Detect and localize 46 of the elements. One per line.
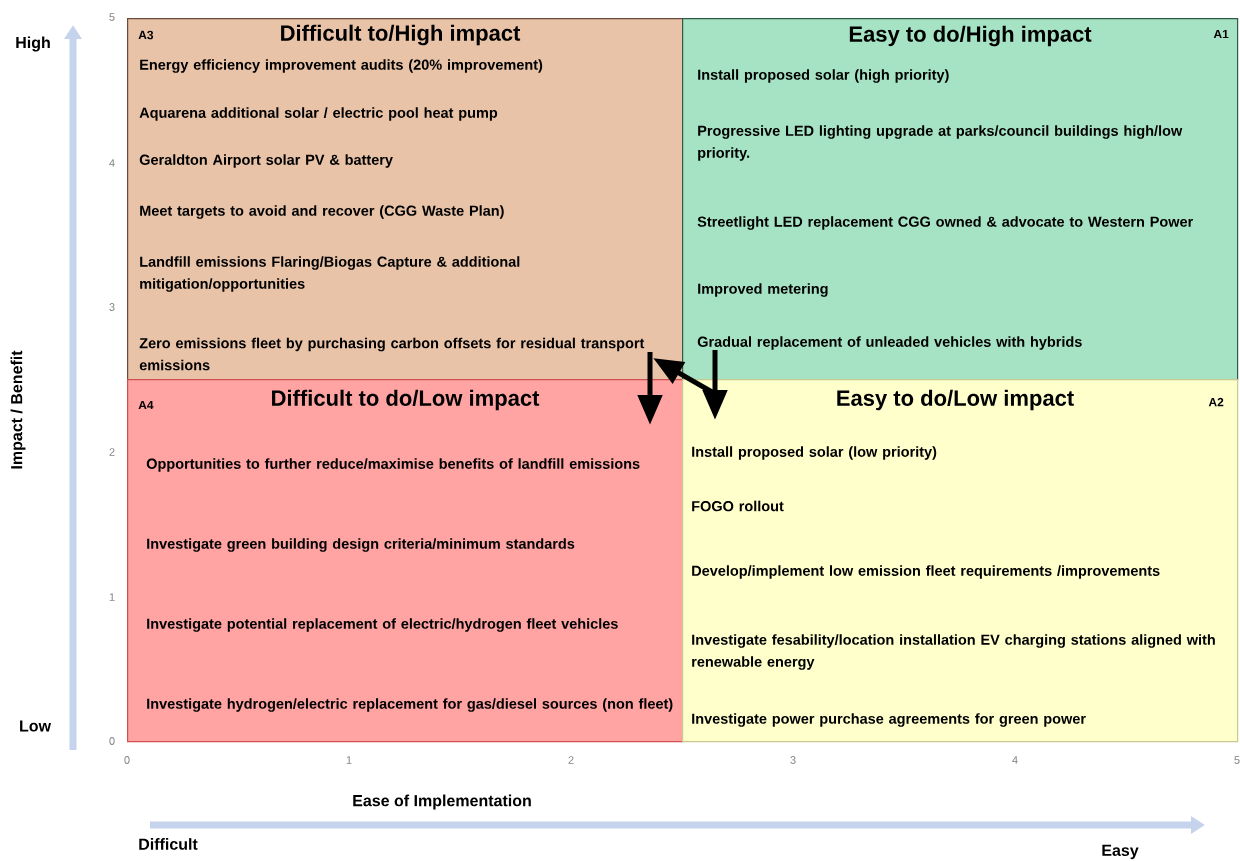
action-item: Improved metering	[698, 283, 828, 297]
tick-label: 4	[109, 159, 115, 167]
action-item: Zero emissions fleet by purchasing carbon offsets for residual transport emissions	[139, 337, 645, 371]
axis-label: Low	[20, 720, 52, 732]
corner-label: A4	[138, 400, 154, 410]
action-item: Progressive LED lighting upgrade at parks/council buildings high/low priority.	[698, 125, 1183, 161]
action-item: Landfill emissions Flaring/Biogas Capture & additional mitigation/opportunities	[140, 256, 520, 292]
action-item: Energy efficiency improvement audits (20% improvement)	[140, 59, 543, 73]
action-item: Investigate fesability/location installation EV charging stations aligned with renewable energy	[692, 634, 1215, 670]
tick-label: 3	[109, 303, 115, 311]
tick-label: 1	[346, 756, 352, 764]
action-item: Opportunities to further reduce/maximise benefits of landfill emissions	[146, 458, 640, 472]
axis-label: High	[16, 36, 50, 52]
action-item: Aquarena additional solar / electric pool heat pump	[139, 107, 498, 121]
tick-label: 2	[109, 448, 115, 456]
action-item: Investigate green building design criteria/minimum standards	[147, 538, 575, 552]
action-item: Investigate hydrogen/electric replacement for gas/diesel sources (non fleet)	[147, 698, 673, 712]
action-item: Investigate potential replacement of electric/hydrogen fleet vehicles	[147, 618, 618, 632]
tick-label: 1	[109, 593, 115, 601]
action-item: Install proposed solar (low priority)	[692, 446, 937, 460]
axis-label: Difficult	[139, 838, 198, 850]
tick-label: 0	[124, 756, 130, 764]
quadrant-heading: Difficult to/High impact	[281, 24, 521, 46]
corner-label: A3	[138, 30, 154, 40]
tick-label: 5	[109, 13, 115, 21]
tick-label: 2	[568, 756, 574, 764]
tick-label: 0	[109, 737, 115, 745]
corner-label: A1	[1213, 29, 1229, 39]
action-item: Develop/implement low emission fleet requirements /improvements	[692, 565, 1160, 579]
tick-label: 4	[1012, 756, 1018, 764]
tick-label: 5	[1234, 756, 1240, 764]
action-item: Investigate power purchase agreements for green power	[692, 713, 1086, 727]
quadrant-heading: Easy to do/Low impact	[837, 389, 1074, 411]
action-item: FOGO rollout	[692, 500, 784, 512]
tick-label: 3	[790, 756, 796, 764]
quadrant-heading: Easy to do/High impact	[849, 25, 1092, 47]
axis-label: Impact / Benefit	[10, 350, 26, 469]
action-item: Meet targets to avoid and recover (CGG Waste Plan)	[140, 205, 504, 219]
action-item: Gradual replacement of unleaded vehicles with hybrids	[697, 336, 1082, 350]
action-item: Install proposed solar (high priority)	[698, 69, 949, 83]
axis-label: Easy	[1102, 844, 1139, 860]
quadrant-heading: Difficult to do/Low impact	[272, 389, 540, 411]
action-item: Geraldton Airport solar PV & battery	[139, 154, 393, 168]
corner-label: A2	[1208, 397, 1224, 407]
axis-label: Ease of Implementation	[353, 794, 531, 810]
action-item: Streetlight LED replacement CGG owned & advocate to Western Power	[697, 216, 1193, 230]
